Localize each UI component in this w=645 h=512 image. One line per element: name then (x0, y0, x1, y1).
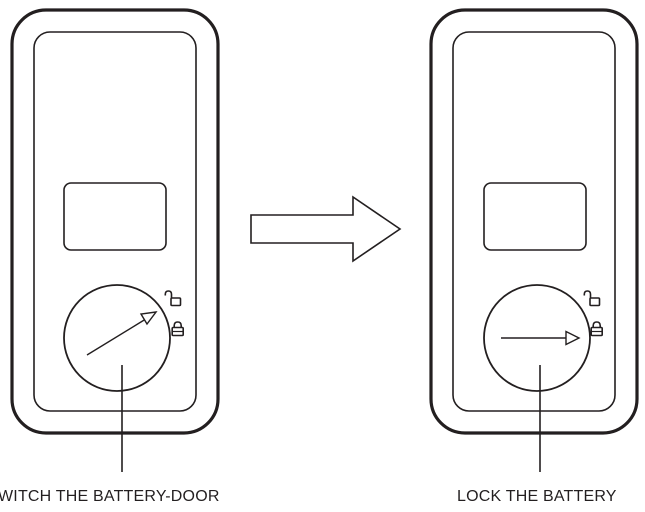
device-right-pointer-arrow (501, 330, 581, 346)
locked-padlock-icon (590, 321, 604, 337)
device-left-pointer-arrow (86, 311, 158, 356)
device-left-battery-door (63, 284, 171, 392)
step-1-caption: WITCH THE BATTERY-DOOR (0, 488, 220, 505)
unlocked-padlock-icon (583, 290, 601, 307)
locked-padlock-icon (171, 321, 184, 337)
right-arrow-icon (250, 195, 402, 263)
unlocked-padlock-icon (164, 290, 182, 307)
device-right (429, 8, 639, 472)
step-2-caption: LOCK THE BATTERY (457, 488, 617, 505)
device-right-display-window (483, 182, 587, 251)
device-left (10, 8, 220, 472)
device-left-display-window (63, 182, 167, 251)
device-left-inner-frame (33, 31, 197, 412)
device-right-inner-frame (452, 31, 616, 412)
